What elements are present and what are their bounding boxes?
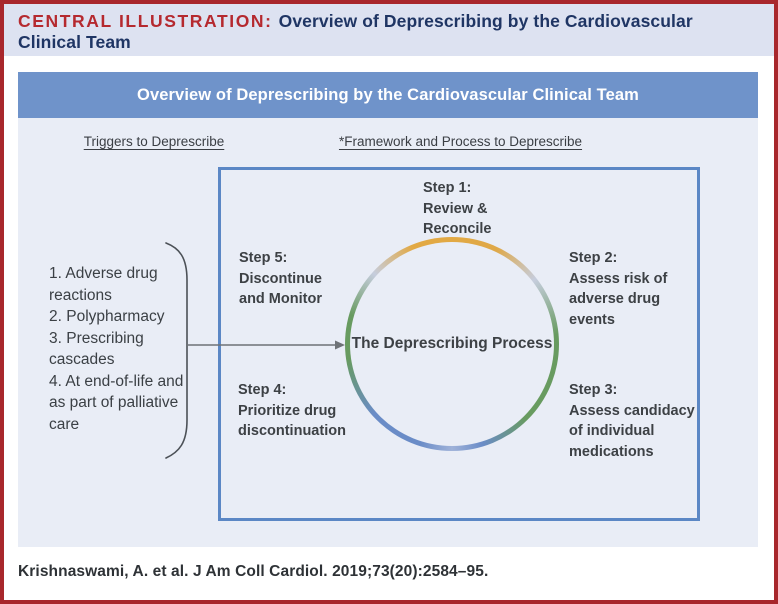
- illustration-panel: Overview of Deprescribing by the Cardiov…: [18, 72, 758, 547]
- step-4-label: Step 4: Prioritize drug discontinuation: [238, 382, 346, 439]
- triggers-heading: Triggers to Deprescribe: [83, 134, 225, 149]
- step-3-label: Step 3: Assess candidacy of individual m…: [569, 382, 695, 460]
- panel-title-bar: Overview of Deprescribing by the Cardiov…: [18, 72, 758, 118]
- step-5-label: Step 5: Discontinue and Monitor: [239, 250, 322, 307]
- step-2-label: Step 2: Assess risk of adverse drug even…: [569, 250, 668, 328]
- process-cycle-ring: [345, 237, 559, 451]
- trigger-item-4: 4. At end-of-life and as part of palliat…: [49, 372, 184, 433]
- process-cycle-ring-inner: [350, 242, 554, 446]
- framework-box: [218, 167, 700, 521]
- flow-arrow-icon: [187, 340, 345, 350]
- citation: Krishnaswami, A. et al. J Am Coll Cardio…: [18, 563, 489, 580]
- brace-icon: [165, 242, 188, 459]
- figure-header: CENTRAL ILLUSTRATION:Overview of Depresc…: [4, 4, 774, 56]
- framework-heading: *Framework and Process to Deprescribe: [338, 134, 583, 149]
- trigger-item-3: 3. Prescribing cascades: [49, 329, 144, 369]
- process-center-label: The Deprescribing Process: [351, 335, 553, 352]
- triggers-list: 1. Adverse drug reactions 2. Polypharmac…: [49, 263, 203, 435]
- central-illustration-label: CENTRAL ILLUSTRATION:: [18, 11, 273, 31]
- trigger-item-1: 1. Adverse drug reactions: [49, 265, 158, 304]
- step-1-label: Step 1: Review & Reconcile: [423, 180, 492, 237]
- figure-header-title: Overview of Deprescribing by the Cardiov…: [18, 11, 693, 52]
- trigger-item-2: 2. Polypharmacy: [49, 308, 165, 325]
